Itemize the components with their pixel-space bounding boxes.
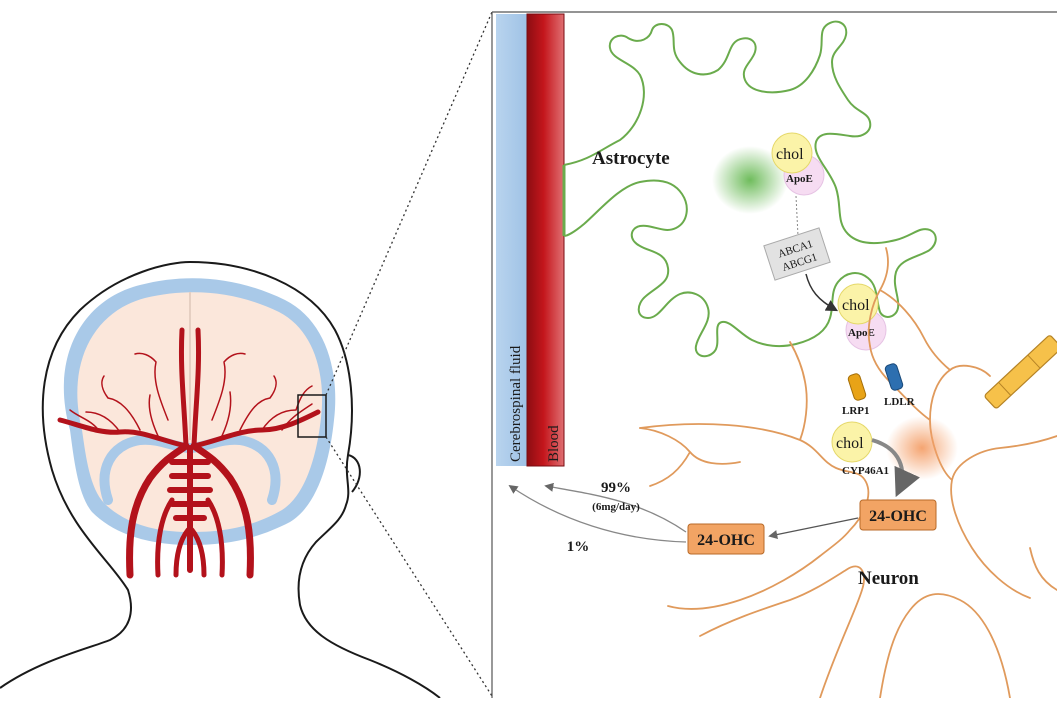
neuron-dendrite-upper [869, 248, 950, 370]
neuron-label: Neuron [858, 568, 919, 589]
neuron-dendrite-left [640, 428, 740, 486]
ldlr-label: LDLR [884, 396, 916, 408]
flux-arrow-csf [510, 486, 686, 542]
ldlr-receptor [884, 363, 903, 391]
efflux-arrow [770, 518, 858, 536]
flux-blood-percent: 99% [601, 480, 631, 496]
zoom-connectors [326, 12, 492, 696]
chol-secreted-label: chol [842, 297, 870, 314]
flux-blood-rate: (6mg/day) [592, 501, 640, 513]
zoom-line-bottom [326, 437, 492, 696]
head-illustration [0, 262, 440, 698]
cyp46a1-label: CYP46A1 [842, 465, 889, 477]
flux-csf-percent: 1% [567, 539, 590, 555]
lrp1-receptor [847, 373, 866, 401]
csf-label: Cerebrospinal fluid [508, 345, 524, 462]
apoe-astrocyte-label: ApoE [786, 173, 813, 185]
astrocyte-label: Astrocyte [592, 148, 670, 169]
zoom-panel: Cerebrospinal fluid Blood Astrocyte chol… [492, 12, 1057, 698]
ohc-extracellular-label: 24-OHC [697, 532, 755, 549]
axon [984, 335, 1057, 410]
blood-bar [527, 14, 564, 466]
export-path-line [796, 196, 798, 236]
chol-astrocyte-label: chol [776, 146, 804, 163]
neuron-nucleus [886, 416, 958, 480]
ohc-neuron-label: 24-OHC [869, 508, 927, 525]
lrp1-label: LRP1 [842, 405, 870, 417]
chol-neuron-label: chol [836, 435, 864, 452]
apoe-secreted-label: ApoE [848, 327, 875, 339]
zoom-line-top [326, 12, 492, 395]
blood-label: Blood [546, 425, 562, 462]
ear [348, 455, 360, 492]
